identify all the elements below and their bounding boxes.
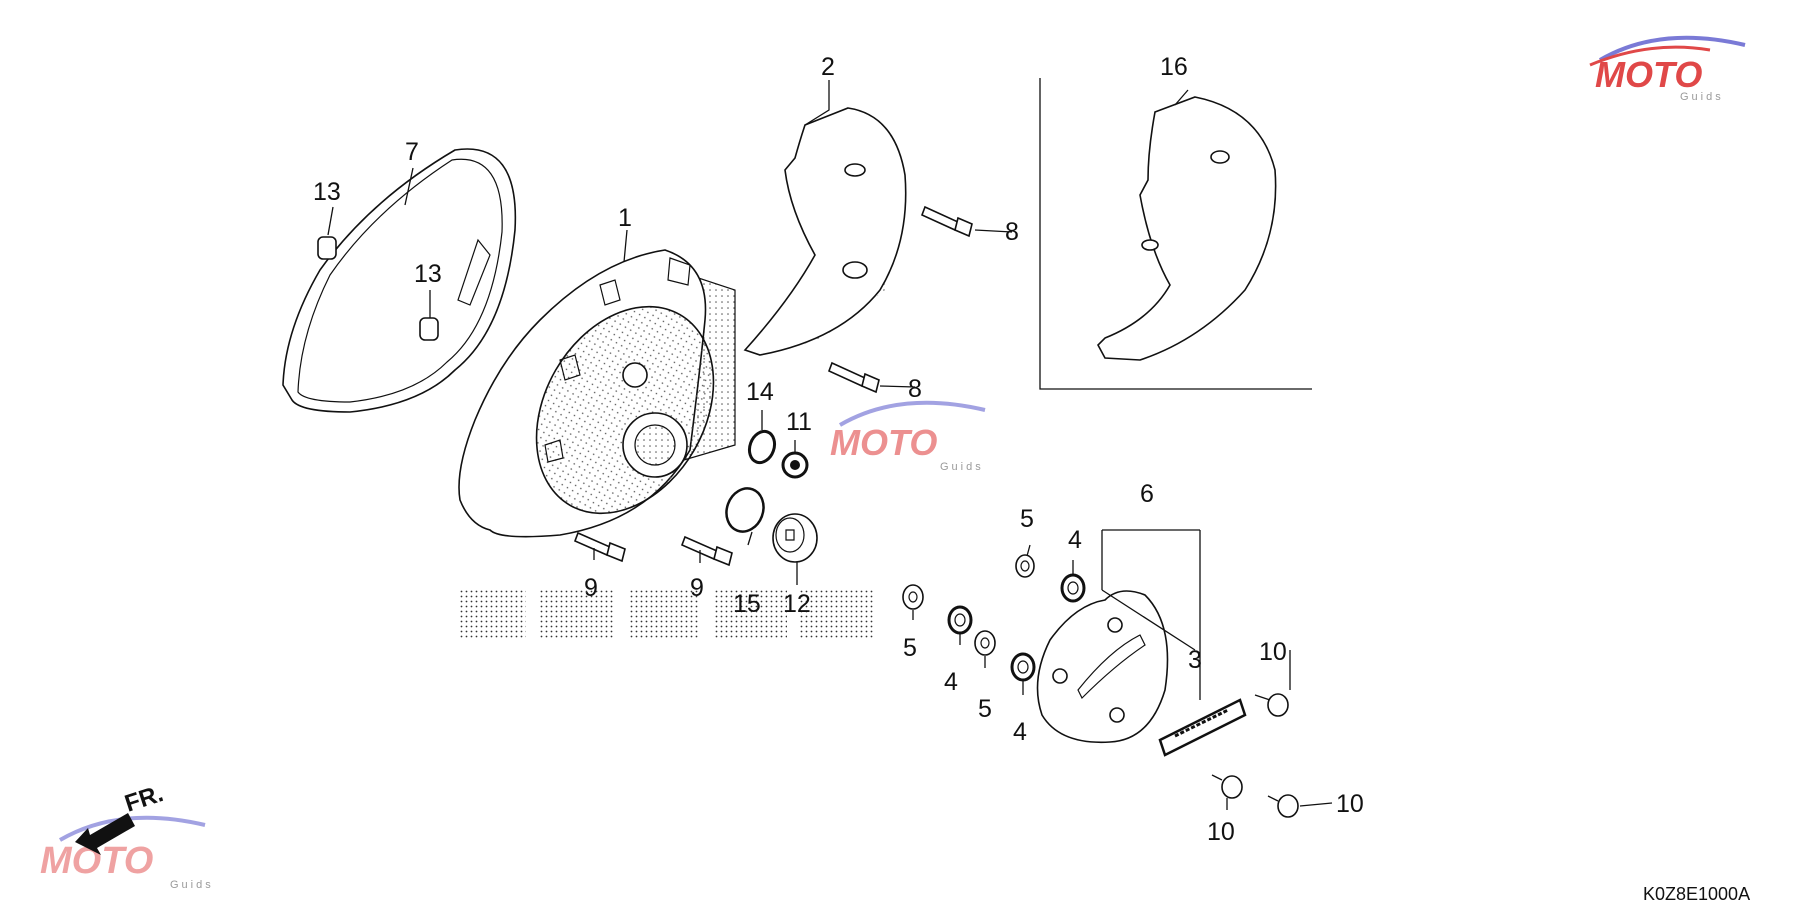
callout-labels: 1 2 3 4 4 4 5 5 5 6 7 8 8 9 9 10 10 10 1… — [313, 53, 1364, 846]
cap-small-part — [781, 451, 809, 479]
callout-10-a: 10 — [1259, 638, 1287, 666]
callout-6: 6 — [1140, 480, 1154, 508]
callout-2: 2 — [821, 53, 835, 81]
callout-5-a: 5 — [1020, 505, 1034, 533]
drawing-code: K0Z8E1000A — [1643, 884, 1750, 904]
screw-10-lower-right — [1267, 794, 1299, 818]
bolt-9-right — [680, 535, 733, 567]
svg-text:MOTO: MOTO — [1595, 54, 1702, 95]
cap-large-part — [772, 513, 818, 563]
svg-text:Guids: Guids — [940, 461, 984, 473]
dowel-pin-part — [317, 236, 439, 341]
bolt-9-left — [573, 531, 626, 563]
callout-11: 11 — [786, 408, 812, 436]
callout-5-b: 5 — [903, 634, 917, 662]
svg-text:FR.: FR. — [122, 780, 167, 818]
callout-13-b: 13 — [414, 260, 442, 288]
bolt-8-upper — [920, 205, 973, 238]
side-cover-variant-part — [1097, 96, 1277, 361]
bolt-8-lower — [827, 361, 880, 394]
svg-text:MOTO: MOTO — [830, 422, 937, 463]
watermark-logo-top-right: MOTO Guids — [1589, 35, 1746, 103]
callout-10-b: 10 — [1207, 818, 1235, 846]
cover-plate-part — [1036, 590, 1169, 744]
side-cover-upper-part — [743, 107, 907, 356]
screw-10-bottom — [1211, 774, 1243, 799]
screw-10-right — [1254, 693, 1289, 717]
callout-8-a: 8 — [1005, 218, 1019, 246]
callout-4-a: 4 — [1068, 526, 1082, 554]
collar-5-b — [902, 584, 924, 610]
emblem-part — [1158, 698, 1247, 757]
callout-4-b: 4 — [944, 668, 958, 696]
callout-1: 1 — [618, 204, 632, 232]
callout-9-a: 9 — [584, 574, 598, 602]
callout-4-c: 4 — [1013, 718, 1027, 746]
collar-5-a — [1015, 554, 1035, 578]
svg-text:Guids: Guids — [1680, 91, 1724, 103]
callout-15: 15 — [733, 590, 761, 618]
o-ring-small-part — [747, 429, 777, 465]
watermark-logo-center: MOTO Guids — [830, 400, 986, 473]
crankcase-cover-part — [458, 249, 736, 538]
grommet-4-a — [1060, 573, 1086, 603]
inset-frame — [1039, 78, 1312, 390]
collar-5-c — [974, 630, 996, 656]
svg-text:Guids: Guids — [170, 879, 214, 891]
callout-8-b: 8 — [908, 375, 922, 403]
callout-7: 7 — [405, 138, 419, 166]
callout-3: 3 — [1188, 646, 1202, 674]
callout-10-c: 10 — [1336, 790, 1364, 818]
grommet-4-c — [1010, 652, 1036, 682]
callout-12: 12 — [783, 590, 811, 618]
leader-lines — [327, 80, 1333, 810]
callout-9-b: 9 — [690, 574, 704, 602]
callout-5-c: 5 — [978, 695, 992, 723]
dotted-background-lettering — [458, 588, 875, 638]
callout-14: 14 — [746, 378, 774, 406]
callout-16: 16 — [1160, 53, 1188, 81]
callout-13-a: 13 — [313, 178, 341, 206]
o-ring-large-part — [725, 487, 765, 533]
grommet-4-b — [947, 605, 973, 635]
